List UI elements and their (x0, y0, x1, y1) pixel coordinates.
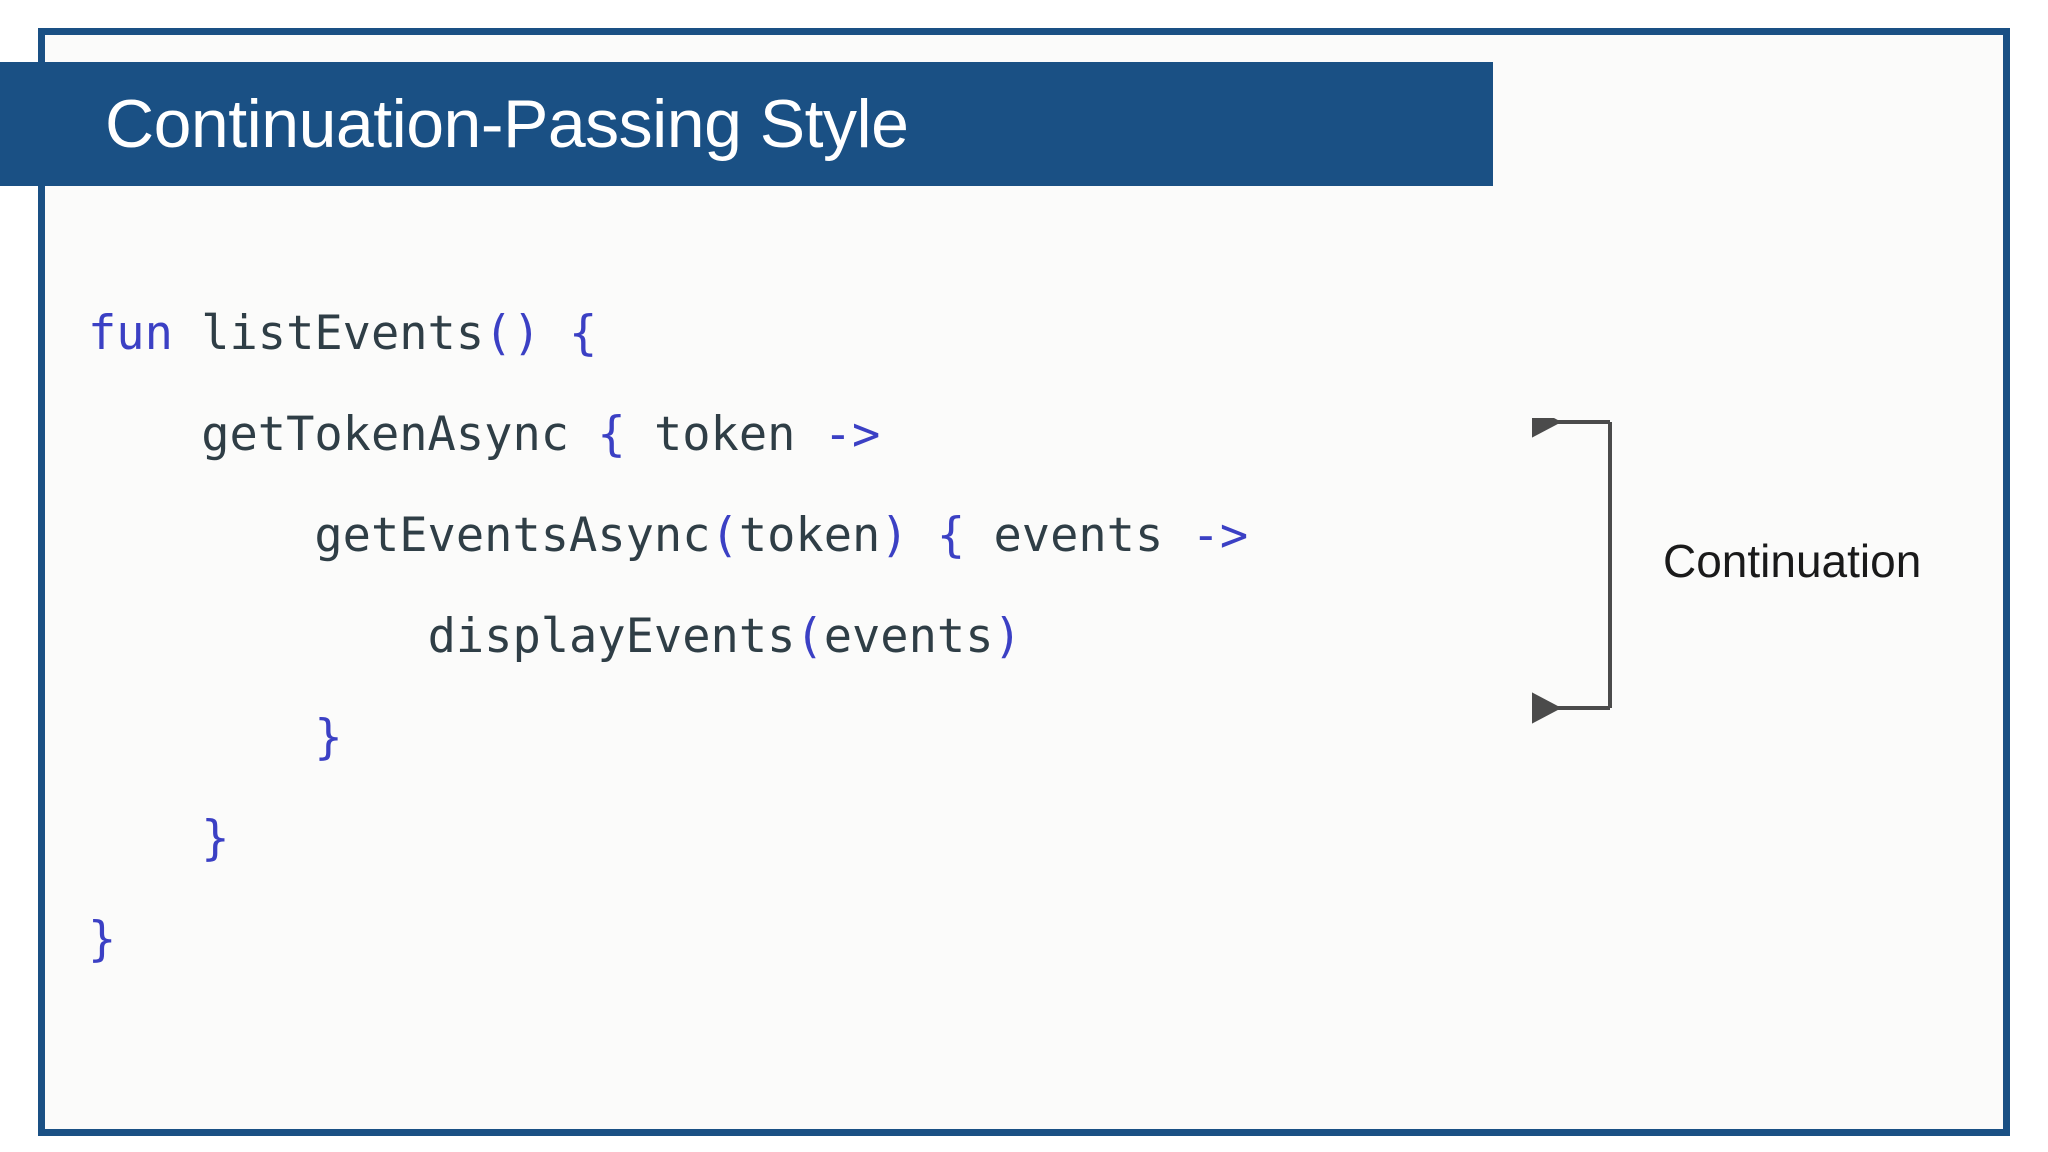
code-line: displayEvents(events) (88, 609, 1022, 664)
code-token-identifier: listEvents (201, 306, 485, 361)
code-token-plain (1163, 508, 1191, 563)
code-indent (88, 508, 314, 563)
code-token-arrow: -> (823, 407, 881, 462)
code-indent (88, 811, 201, 866)
code-token-punctuation: } (201, 811, 230, 866)
code-token-identifier: events (823, 609, 994, 664)
slide-frame (38, 28, 2010, 1136)
code-token-identifier: token (653, 407, 796, 462)
code-token-punctuation: } (314, 710, 343, 765)
code-token-keyword: fun (88, 306, 173, 361)
code-token-punctuation: { (569, 306, 598, 361)
code-token-identifier: displayEvents (427, 609, 796, 664)
code-indent (88, 609, 428, 664)
code-token-punctuation: ) (880, 508, 909, 563)
code-token-plain (965, 508, 993, 563)
code-token-punctuation: { (936, 508, 966, 563)
code-line: } (88, 811, 229, 866)
code-line: getTokenAsync { token -> (88, 407, 880, 462)
code-token-identifier: getTokenAsync (201, 407, 570, 462)
code-token-identifier: events (993, 508, 1164, 563)
code-token-punctuation: { (597, 407, 626, 462)
code-token-punctuation: ) (993, 609, 1022, 664)
code-token-arrow: -> (1191, 508, 1249, 563)
code-token-identifier: token (738, 508, 881, 563)
code-token-plain (795, 407, 823, 462)
code-token-punctuation: } (88, 912, 117, 967)
code-line: fun listEvents() { (88, 306, 597, 361)
page-title: Continuation-Passing Style (105, 86, 909, 162)
code-token-identifier: getEventsAsync (314, 508, 711, 563)
code-token-punctuation: ( (795, 609, 824, 664)
code-token-plain (626, 407, 654, 462)
code-token-plain (541, 306, 569, 361)
code-line: } (88, 710, 343, 765)
title-banner: Continuation-Passing Style (0, 62, 1493, 186)
code-line: getEventsAsync(token) { events -> (88, 508, 1248, 563)
code-indent (88, 710, 314, 765)
code-indent (88, 407, 201, 462)
code-token-plain (569, 407, 597, 462)
code-block: fun listEvents() { getTokenAsync { token… (88, 283, 1248, 990)
code-token-punctuation: () (484, 306, 541, 361)
code-line: } (88, 912, 116, 967)
code-token-plain (173, 306, 201, 361)
code-token-plain (909, 508, 937, 563)
continuation-label: Continuation (1663, 535, 1922, 587)
code-token-punctuation: ( (710, 508, 739, 563)
